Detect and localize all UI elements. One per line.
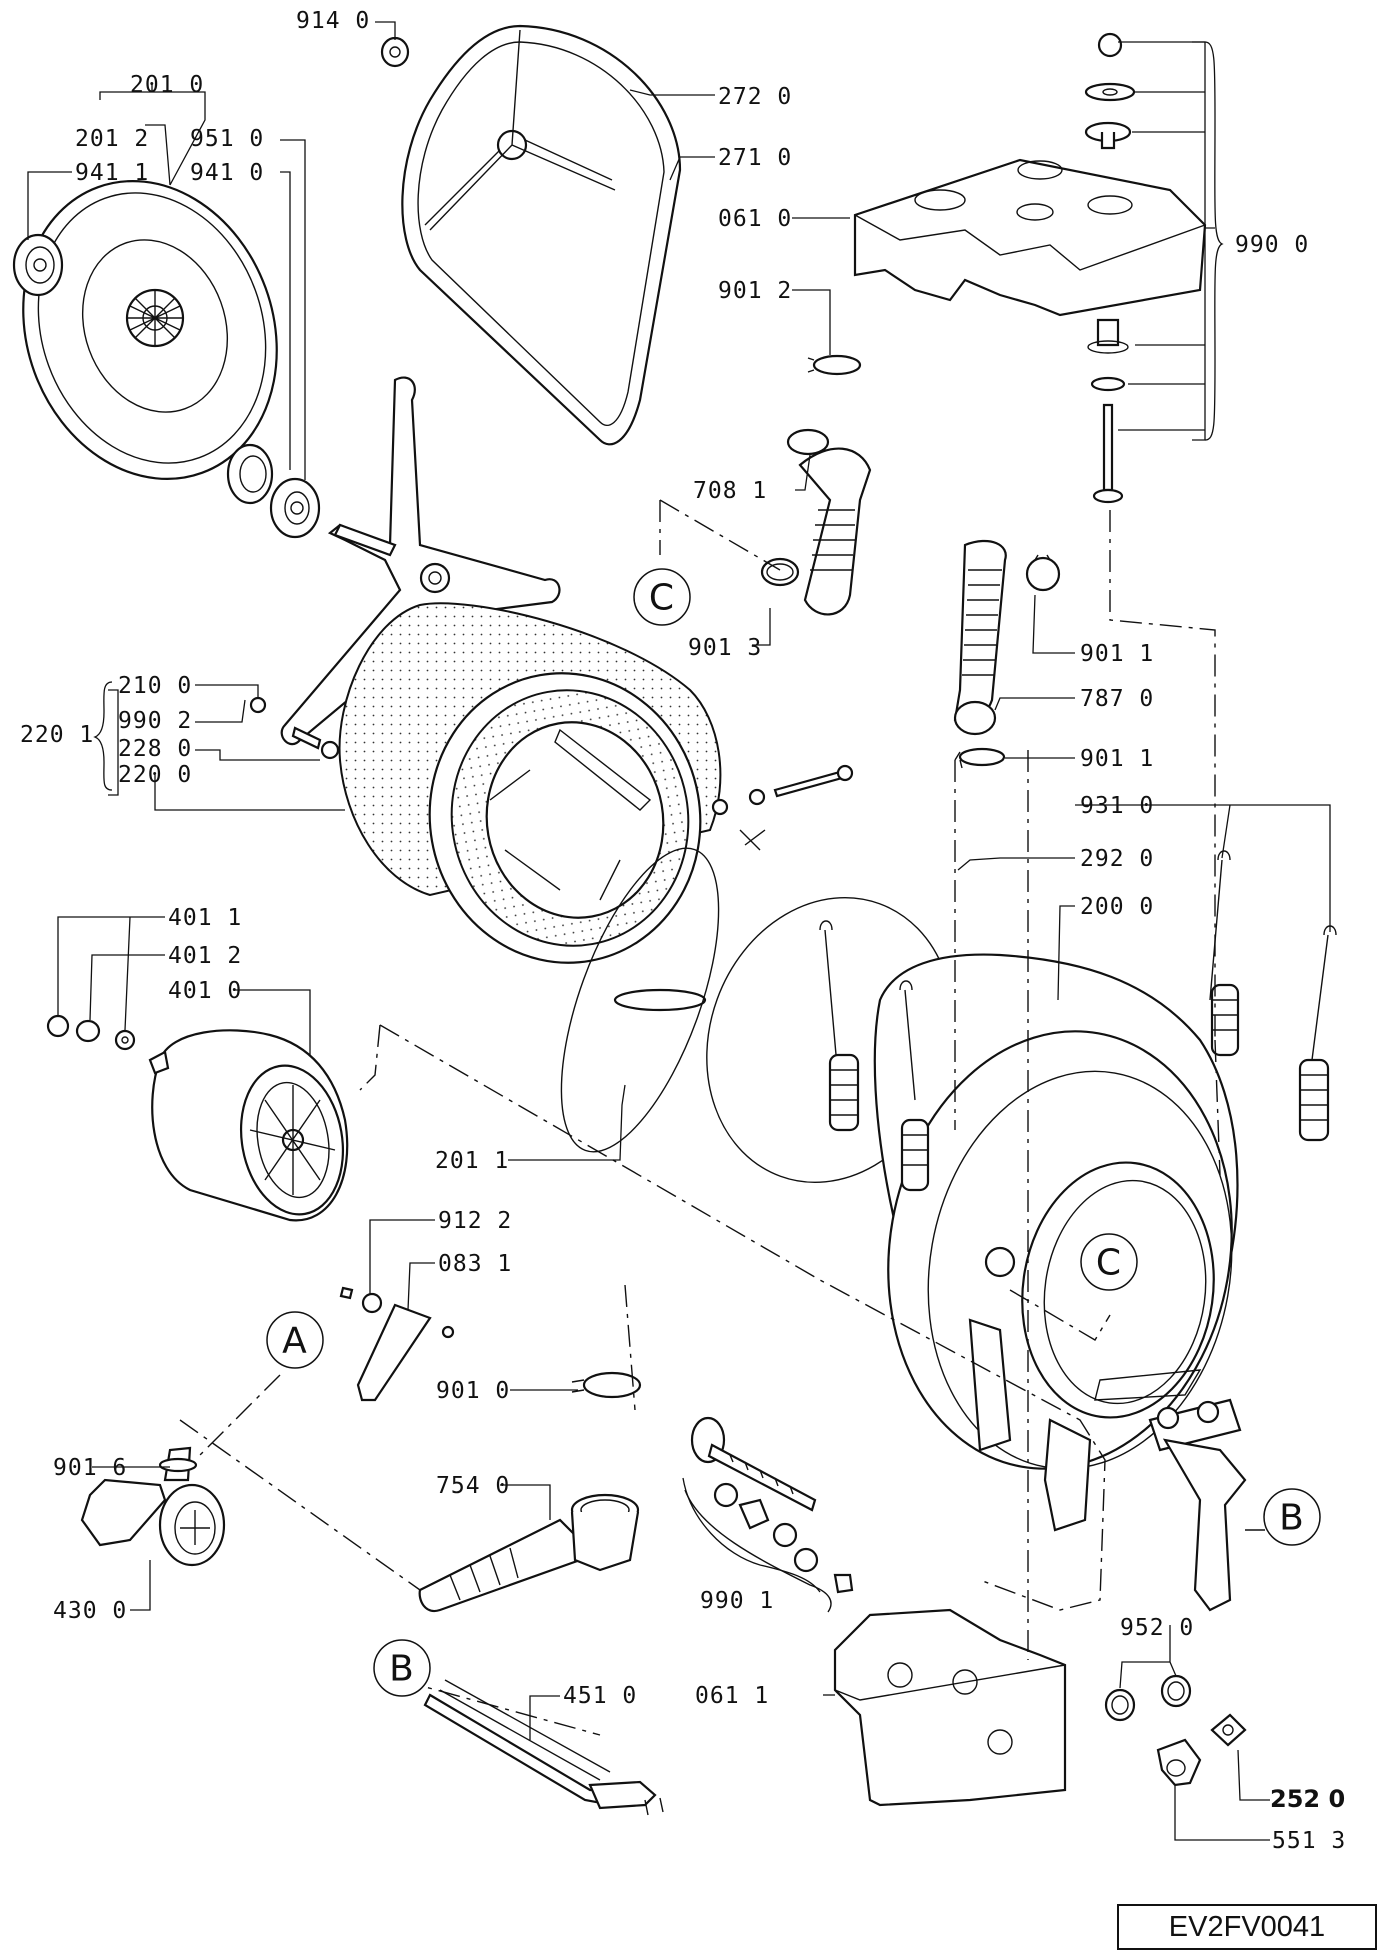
part-number-labels: 914 0 201 0 201 2 951 0 941 1 941 0 272 …	[20, 8, 1346, 1854]
label-990-1: 990 1	[700, 1588, 774, 1614]
bearing-941-0	[269, 477, 321, 539]
counterweight-061-0	[853, 158, 1207, 317]
spring-931-0	[819, 850, 1337, 1192]
label-901-1-lower: 901 1	[1080, 746, 1154, 772]
solid-leader-lines	[27, 21, 1331, 1841]
sensor-551-3	[1156, 1738, 1202, 1787]
label-271-0: 271 0	[718, 145, 792, 171]
nut-914-0	[380, 36, 410, 68]
label-901-2: 901 2	[718, 278, 792, 304]
marker-b-right: B	[1263, 1488, 1321, 1546]
marker-c-lower: C	[1080, 1233, 1138, 1291]
marker-a: A	[266, 1311, 324, 1369]
screw-set	[711, 764, 854, 816]
marker-c-lower-letter: C	[1096, 1243, 1122, 1284]
marker-b-left-letter: B	[389, 1649, 415, 1690]
marker-c-upper-letter: C	[649, 578, 675, 619]
label-914-0: 914 0	[296, 8, 370, 34]
drain-pump-430-0	[80, 1446, 226, 1567]
fixing-kit-990-1	[684, 1416, 854, 1613]
motor-401-0	[148, 1029, 349, 1222]
pulley-201-0	[22, 180, 278, 480]
label-201-0: 201 0	[130, 72, 204, 98]
tub-200-0	[873, 953, 1247, 1612]
label-787-0: 787 0	[1080, 686, 1154, 712]
label-931-0: 931 0	[1080, 793, 1154, 819]
label-430-0: 430 0	[53, 1598, 127, 1624]
group-brace-990-1	[682, 1477, 821, 1593]
drum-220-0	[338, 602, 722, 964]
label-401-2: 401 2	[168, 943, 242, 969]
rear-frame-272-0	[401, 24, 682, 446]
label-083-1: 083 1	[438, 1251, 512, 1277]
label-941-1: 941 1	[75, 160, 149, 186]
hose-754-0	[418, 1493, 640, 1613]
marker-b-right-letter: B	[1279, 1498, 1305, 1539]
group-brace-220-1	[93, 681, 113, 791]
marker-b-left: B	[373, 1639, 431, 1697]
seal-952-0	[1104, 1674, 1192, 1722]
label-210-0: 210 0	[118, 673, 192, 699]
bolt-228-0	[249, 696, 340, 760]
label-551-3: 551 3	[1272, 1828, 1346, 1854]
label-220-1: 220 1	[20, 722, 94, 748]
drawing-code: EV2FV0041	[1168, 1910, 1326, 1943]
label-220-0: 220 0	[118, 762, 192, 788]
label-990-0: 990 0	[1235, 232, 1309, 258]
label-912-2: 912 2	[438, 1208, 512, 1234]
label-901-6: 901 6	[53, 1455, 127, 1481]
label-061-1: 061 1	[695, 1683, 769, 1709]
label-201-2: 201 2	[75, 126, 149, 152]
label-061-0: 061 0	[718, 206, 792, 232]
clamp-ring-201-1	[560, 829, 954, 1184]
label-200-0: 200 0	[1080, 894, 1154, 920]
marker-c-upper: C	[633, 568, 691, 626]
label-941-0: 941 0	[190, 160, 264, 186]
label-228-0: 228 0	[118, 736, 192, 762]
marker-a-letter: A	[282, 1321, 308, 1362]
label-252-0: 252 0	[1270, 1785, 1345, 1813]
hose-787-0	[953, 540, 1061, 736]
label-951-0: 951 0	[190, 126, 264, 152]
drum-spider-210-0	[280, 376, 561, 746]
label-901-1-upper: 901 1	[1080, 641, 1154, 667]
label-401-1: 401 1	[168, 905, 242, 931]
drawing-code-box: EV2FV0041	[1117, 1904, 1377, 1950]
bearing-941-1	[12, 233, 64, 297]
clamp-901-1	[954, 747, 1006, 769]
clamp-901-2	[807, 354, 862, 376]
dashed-reference-lines	[179, 499, 1265, 1736]
bearing-951-0	[226, 443, 274, 505]
gasket-252-0	[1210, 1713, 1247, 1747]
label-708-1: 708 1	[693, 478, 767, 504]
label-990-2: 990 2	[118, 708, 192, 734]
counterweight-061-1	[833, 1608, 1067, 1807]
clamp-901-0	[571, 1371, 642, 1399]
label-272-0: 272 0	[718, 84, 792, 110]
motor-washers-401	[46, 1014, 136, 1051]
label-451-0: 451 0	[563, 1683, 637, 1709]
label-901-0: 901 0	[436, 1378, 510, 1404]
heater-451-0	[423, 1679, 664, 1816]
label-754-0: 754 0	[436, 1473, 510, 1499]
label-952-0: 952 0	[1120, 1615, 1194, 1641]
group-brace-990-0	[1204, 41, 1224, 441]
fixing-kit-990-0	[1084, 32, 1136, 504]
label-292-0: 292 0	[1080, 846, 1154, 872]
label-201-1: 201 1	[435, 1148, 509, 1174]
label-401-0: 401 0	[168, 978, 242, 1004]
hose-708-1	[760, 428, 872, 616]
bracket-083-1	[339, 1286, 455, 1402]
label-901-3: 901 3	[688, 635, 762, 661]
